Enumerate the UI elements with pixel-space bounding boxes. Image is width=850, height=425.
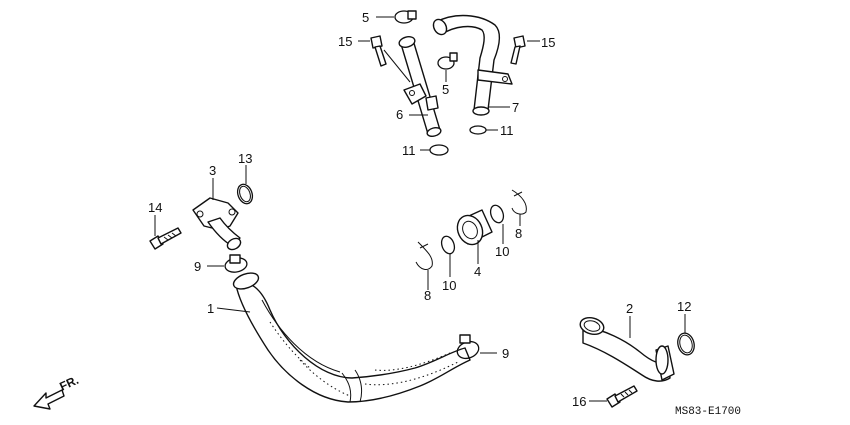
water-pipe-part-6 <box>398 36 442 137</box>
clamp-part-9-lower <box>456 334 480 360</box>
callout-13: 13 <box>238 151 252 166</box>
callout-9-upper: 9 <box>194 259 201 274</box>
callout-15-left: 15 <box>338 34 352 49</box>
o-ring-part-11-right <box>469 125 487 135</box>
o-ring-part-10-right <box>489 204 505 224</box>
front-arrow-icon <box>33 389 65 410</box>
leader-lines <box>154 16 686 402</box>
bolt-part-14 <box>149 227 182 250</box>
callout-10-right: 10 <box>495 244 509 259</box>
callout-5-lower: 5 <box>442 82 449 97</box>
water-pipe-part-2 <box>579 316 675 382</box>
water-hose-part-1 <box>232 272 471 403</box>
front-direction-indicator: FR. <box>33 373 81 410</box>
grommet-part-4 <box>456 209 493 246</box>
callout-16: 16 <box>572 394 586 409</box>
front-direction-label: FR. <box>57 373 80 394</box>
callout-11-right: 11 <box>500 123 514 138</box>
callout-14: 14 <box>148 200 162 215</box>
clamp-part-5-upper <box>394 10 417 24</box>
clamp-part-5-lower <box>437 52 458 70</box>
callout-8-right: 8 <box>515 226 522 241</box>
bolt-part-15-left <box>370 35 387 67</box>
callout-7: 7 <box>512 100 519 115</box>
diagram-code: MS83-E1700 <box>675 406 741 418</box>
bolt-part-15-right <box>510 35 526 65</box>
callout-2: 2 <box>626 301 633 316</box>
clip-part-8-right <box>511 189 527 215</box>
callout-8-left: 8 <box>424 288 431 303</box>
callout-3: 3 <box>209 163 216 178</box>
o-ring-part-11-left <box>429 144 449 156</box>
clip-part-8-left <box>415 241 433 270</box>
o-ring-part-12 <box>677 332 695 356</box>
callout-6: 6 <box>396 107 403 122</box>
callout-1: 1 <box>207 301 214 316</box>
callout-10-left: 10 <box>442 278 456 293</box>
callout-11-left: 11 <box>402 143 416 158</box>
o-ring-part-10-left <box>440 235 456 255</box>
callout-12: 12 <box>677 299 691 314</box>
water-pipe-part-7 <box>432 14 513 116</box>
callout-9-lower: 9 <box>502 346 509 361</box>
callout-15-right: 15 <box>541 35 555 50</box>
clamp-part-9-upper <box>224 254 248 273</box>
callout-5-upper: 5 <box>362 10 369 25</box>
cover-part-3 <box>192 197 242 251</box>
o-ring-part-13 <box>236 183 254 205</box>
callout-4: 4 <box>474 264 481 279</box>
bolt-part-16 <box>606 385 638 408</box>
